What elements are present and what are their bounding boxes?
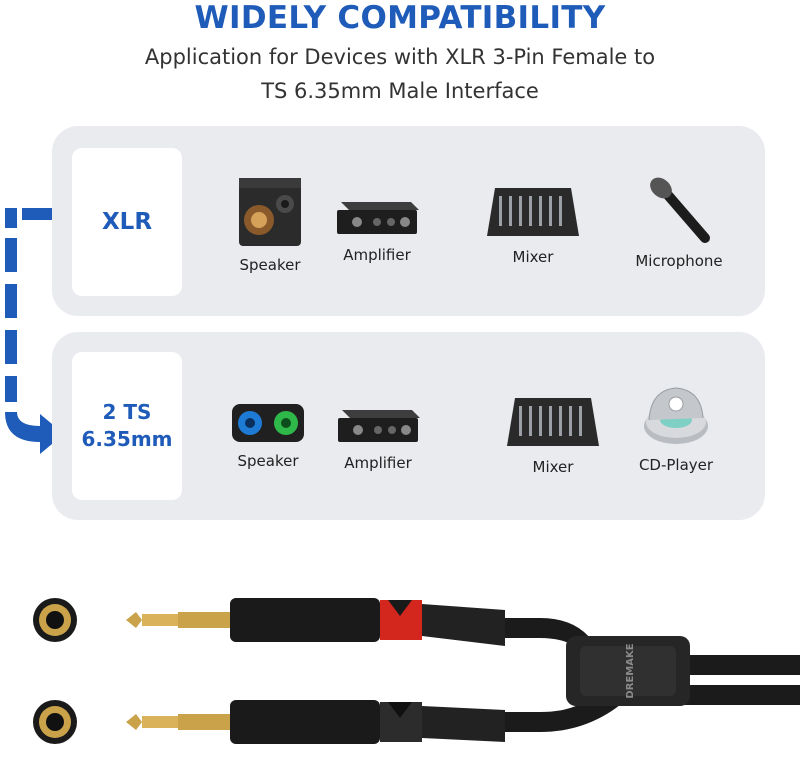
cd-player-icon [644,387,708,444]
brand-logo: DREMAKE [625,643,636,698]
jack-socket-icon [33,598,77,642]
device-mixer: Mixer [473,182,593,266]
device-speaker: Speaker [210,172,330,274]
bookshelf-speaker-icon [239,178,301,246]
amplifier-icon [338,410,420,442]
mixer-icon [487,188,579,236]
device-label: CD-Player [638,456,714,474]
ts-label-line-1: 2 TS [102,400,152,424]
cable-illustration: DREMAKE [33,598,800,744]
device-label: Amplifier [344,454,412,472]
mixer-icon [507,398,599,446]
ts-plug-icon [126,598,505,646]
page-title: WIDELY COMPATIBILITY [194,0,606,36]
subtitle-line-2: TS 6.35mm Male Interface [261,79,539,103]
dashed-arrow-icon [5,208,64,454]
ts-label: 2 TS 6.35mm [72,352,182,500]
device-label: Mixer [532,458,574,476]
page-subtitle: Application for Devices with XLR 3-Pin F… [0,40,800,108]
jack-socket-icon [33,700,77,744]
device-label: Microphone [635,252,723,270]
device-label: Mixer [512,248,554,266]
subtitle-line-1: Application for Devices with XLR 3-Pin F… [144,45,656,69]
device-cd-player: CD-Player [616,382,736,474]
microphone-icon [650,177,710,243]
device-label: Speaker [239,256,301,274]
device-label: Speaker [237,452,299,470]
device-mixer: Mixer [493,392,613,476]
ts-label-line-2: 6.35mm [81,427,173,451]
xlr-device-panel: XLR Speaker Amplifier [52,126,765,316]
amplifier-icon [337,202,419,234]
device-label: Amplifier [343,246,411,264]
device-amplifier: Amplifier [317,188,437,264]
device-speaker: Speaker [208,396,328,470]
xlr-label: XLR [72,148,182,296]
bluetooth-speaker-icon [232,404,304,442]
ts-plug-icon [126,700,505,744]
ts-device-panel: 2 TS 6.35mm Speaker Amplifier [52,332,765,520]
device-microphone: Microphone [619,176,739,270]
device-amplifier: Amplifier [318,396,438,472]
